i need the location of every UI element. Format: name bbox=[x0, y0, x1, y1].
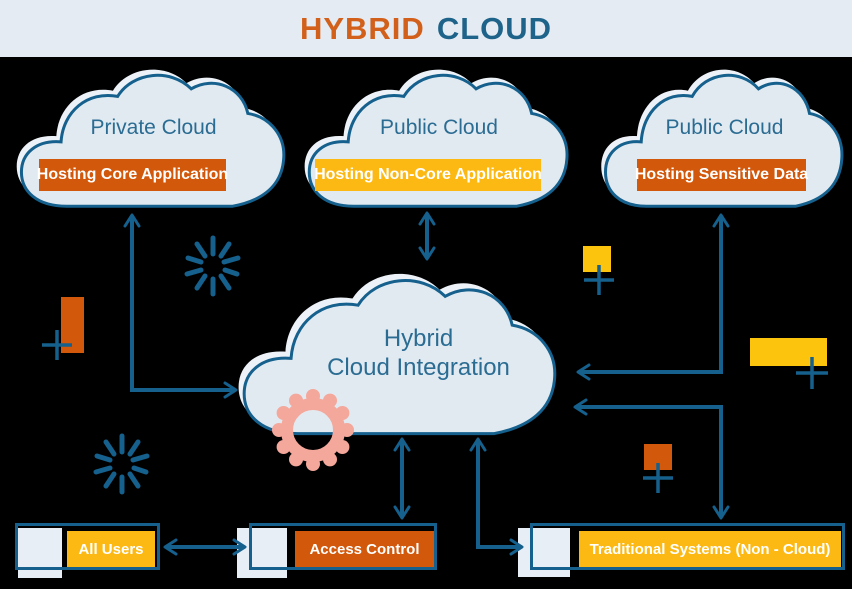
title-bar: HYBRID CLOUD bbox=[0, 0, 852, 57]
cloud-title: Public Cloud bbox=[665, 116, 784, 139]
cloud-title: Public Cloud bbox=[380, 116, 498, 139]
access-control-node: Access Control bbox=[249, 523, 437, 570]
traditional-systems-node: Traditional Systems (Non - Cloud) bbox=[530, 523, 845, 570]
all-users-label: All Users bbox=[67, 531, 155, 567]
page-title-hybrid: HYBRID bbox=[299, 10, 425, 46]
arrow-integration-to-traditional-left bbox=[469, 437, 524, 556]
public-cloud-sensitive-node: Public Cloud Hosting Sensitive Data bbox=[597, 68, 852, 210]
yellow-bar-decor bbox=[750, 338, 827, 366]
hosting-core-application-label: Hosting Core Application bbox=[37, 159, 228, 191]
integration-title: Hybrid Cloud Integration bbox=[233, 324, 568, 382]
page-title-cloud: CLOUD bbox=[436, 10, 553, 46]
hybrid-cloud-integration-node: Hybrid Cloud Integration bbox=[233, 272, 568, 438]
cloud-title: Private Cloud bbox=[90, 116, 217, 139]
access-control-label: Access Control bbox=[295, 531, 434, 567]
all-users-node: All Users bbox=[15, 523, 160, 570]
orange-square-decor bbox=[644, 444, 672, 470]
traditional-systems-label: Traditional Systems (Non - Cloud) bbox=[579, 531, 841, 567]
hosting-sensitive-data-label: Hosting Sensitive Data bbox=[635, 159, 808, 191]
spark-icon bbox=[184, 235, 241, 297]
spark-icon bbox=[93, 433, 150, 495]
private-cloud-node: Private Cloud Hosting Core Application bbox=[12, 68, 295, 210]
cloud-shape bbox=[238, 273, 568, 438]
hosting-noncore-application-label: Hosting Non-Core Application bbox=[314, 159, 542, 191]
integration-title-line2: Cloud Integration bbox=[327, 354, 510, 381]
yellow-square-decor bbox=[583, 246, 611, 272]
integration-title-line1: Hybrid bbox=[383, 325, 454, 352]
arrow-publicsensitive-to-integration bbox=[576, 213, 730, 381]
arrow-private-to-integration bbox=[123, 213, 238, 399]
orange-bar-decor bbox=[61, 297, 84, 353]
public-cloud-noncore-node: Public Cloud Hosting Non-Core Applicatio… bbox=[300, 68, 578, 210]
